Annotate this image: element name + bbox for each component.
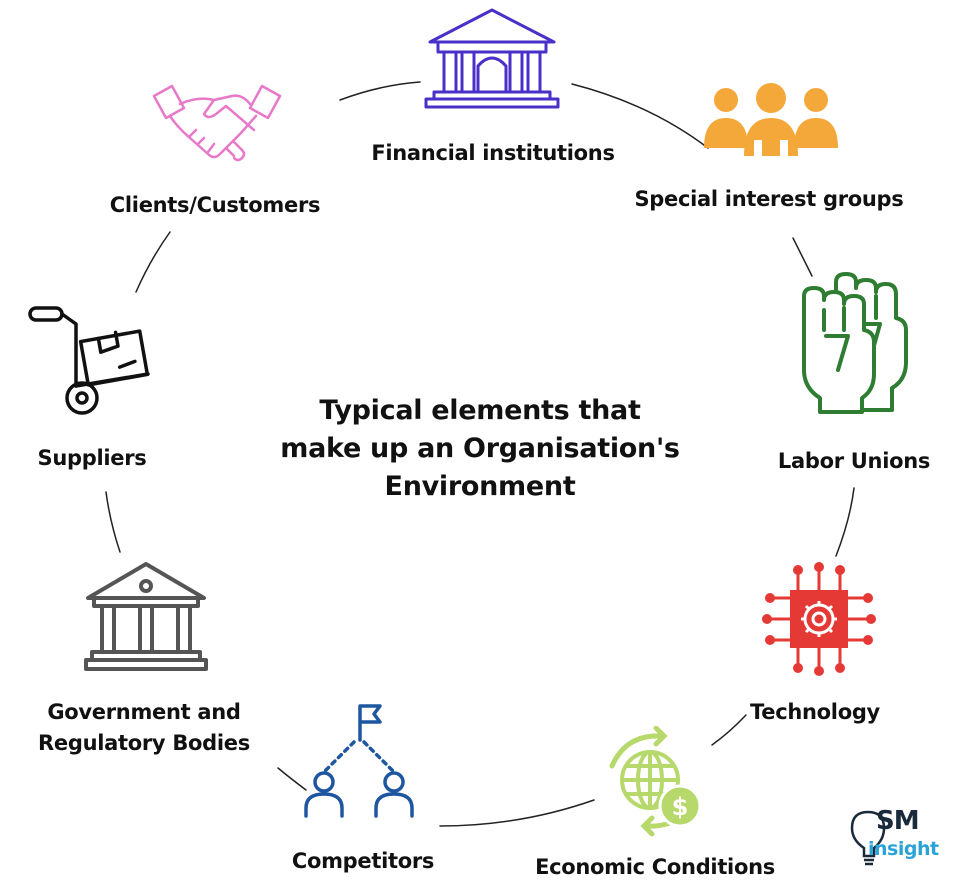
clients-customers-label: Clients/Customers xyxy=(109,193,321,217)
connector-arc xyxy=(135,231,171,293)
bank-icon xyxy=(424,8,560,109)
center-title-line-1: Typical elements that xyxy=(319,395,641,426)
economic-conditions-label: Economic Conditions xyxy=(535,855,775,879)
sm-insight-logo: SM insight xyxy=(848,804,948,874)
financial-institutions-label: Financial institutions xyxy=(371,141,615,165)
logo-sm-text: SM xyxy=(876,806,920,836)
connector-arc xyxy=(277,767,307,791)
suppliers-label: Suppliers xyxy=(37,446,147,470)
connector-arc xyxy=(571,83,709,149)
special-interest-groups-label: Special interest groups xyxy=(634,187,904,211)
technology-label: Technology xyxy=(750,700,880,724)
center-title: Typical elements that make up an Organis… xyxy=(260,392,700,506)
government-label-line-2: Regulatory Bodies xyxy=(38,731,250,755)
connector-arc xyxy=(339,81,421,101)
chip-gear-icon xyxy=(762,562,876,676)
government-building-icon xyxy=(84,562,208,671)
connector-arc xyxy=(105,491,121,553)
raised-fists-icon xyxy=(802,272,908,414)
svg-text:$: $ xyxy=(672,793,689,821)
globe-dollar-icon: $ xyxy=(609,726,702,837)
competitors-flag-icon xyxy=(304,704,414,818)
competitors-label: Competitors xyxy=(291,849,435,873)
connector-arc xyxy=(792,237,813,277)
center-title-line-2: make up an Organisation's xyxy=(280,433,680,464)
connector-arc xyxy=(711,714,747,746)
labor-unions-label: Labor Unions xyxy=(777,449,931,473)
connector-arc xyxy=(439,799,595,827)
connector-arc xyxy=(835,487,855,557)
handshake-icon xyxy=(152,84,282,162)
government-label-line-1: Government and xyxy=(47,700,241,724)
hand-truck-icon xyxy=(28,306,150,415)
lightbulb-icon xyxy=(850,810,886,866)
center-title-line-3: Environment xyxy=(384,471,576,502)
group-icon xyxy=(704,83,838,156)
logo-insight-text: insight xyxy=(868,838,939,860)
